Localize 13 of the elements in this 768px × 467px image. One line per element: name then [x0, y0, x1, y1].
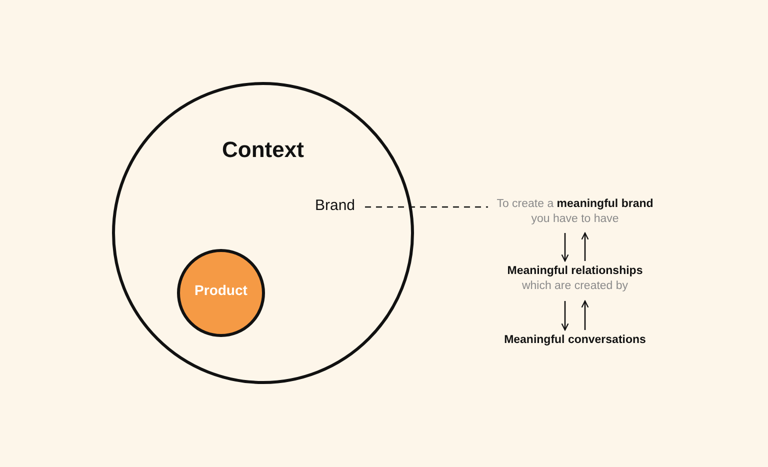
heading-text: Meaningful relationships [506, 265, 644, 277]
arrow [561, 233, 569, 262]
arrow [581, 232, 589, 261]
statement-text: To create a meaningful brand you have to have [490, 197, 660, 229]
arrow [581, 300, 589, 330]
conversations-text: Meaningful conversations [495, 334, 655, 352]
context-circle [112, 82, 414, 384]
dashed-connector [365, 206, 488, 208]
arrow [561, 301, 569, 331]
product-label: Product [194, 282, 248, 298]
context-label: Context [221, 137, 305, 163]
brand-label: Brand [315, 197, 359, 217]
subtext: which are created by [520, 280, 630, 292]
